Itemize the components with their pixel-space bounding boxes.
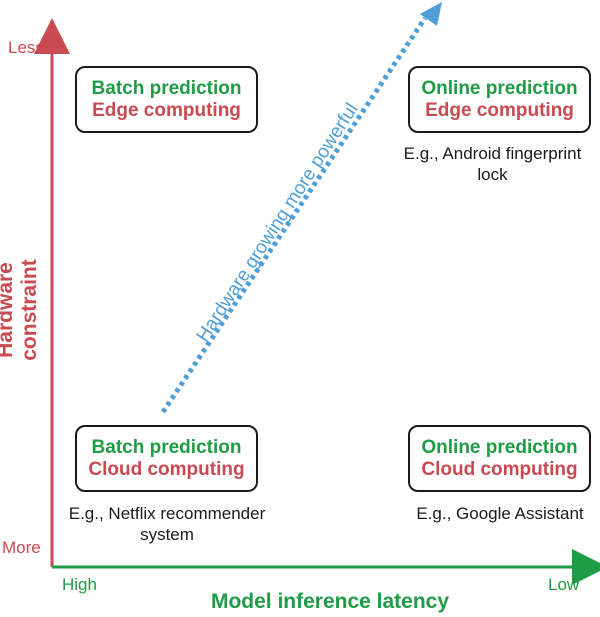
quadrant-bottom-left-example-line1: E.g., Netflix recommender (68, 504, 266, 523)
quadrant-top-left-box: Batch prediction Edge computing (75, 66, 258, 133)
y-axis-top-label: Less (8, 38, 44, 57)
quadrant-bottom-right-example-line1: E.g., Google Assistant (416, 504, 584, 523)
quadrant-bottom-left-example: E.g., Netflix recommender system (52, 503, 282, 545)
quadrant-top-left-line1: Batch prediction (91, 77, 242, 99)
x-axis-left-label: High (62, 575, 97, 594)
quadrant-top-right-example-line1: E.g., Android fingerprint (403, 144, 582, 163)
quadrant-top-right-example: E.g., Android fingerprint lock (385, 143, 600, 185)
quadrant-bottom-right-box: Online prediction Cloud computing (408, 425, 591, 492)
hardware-growth-arrow (160, 16, 428, 414)
quadrant-bottom-right-example: E.g., Google Assistant (395, 503, 600, 524)
quadrant-top-right-line1: Online prediction (421, 77, 578, 99)
quadrant-bottom-right-line1: Online prediction (421, 436, 578, 458)
quadrant-bottom-left-line1: Batch prediction (91, 436, 242, 458)
y-axis-bottom-label: More (2, 538, 41, 557)
y-axis-title: Hardware constraint (0, 259, 41, 361)
x-axis-title: Model inference latency (210, 590, 450, 613)
quadrant-top-right-line2: Edge computing (425, 99, 574, 121)
quadrant-bottom-left-box: Batch prediction Cloud computing (75, 425, 258, 492)
quadrant-bottom-left-line2: Cloud computing (88, 458, 245, 480)
quadrant-top-right-box: Online prediction Edge computing (408, 66, 591, 133)
quadrant-bottom-right-line2: Cloud computing (421, 458, 578, 480)
x-axis-right-label: Low (548, 575, 580, 594)
quadrant-bottom-left-example-line2: system (140, 525, 194, 544)
hardware-growth-arrowhead (420, 2, 442, 26)
quadrant-top-left-line2: Edge computing (92, 99, 241, 121)
quadrant-top-right-example-line2: lock (477, 165, 508, 184)
